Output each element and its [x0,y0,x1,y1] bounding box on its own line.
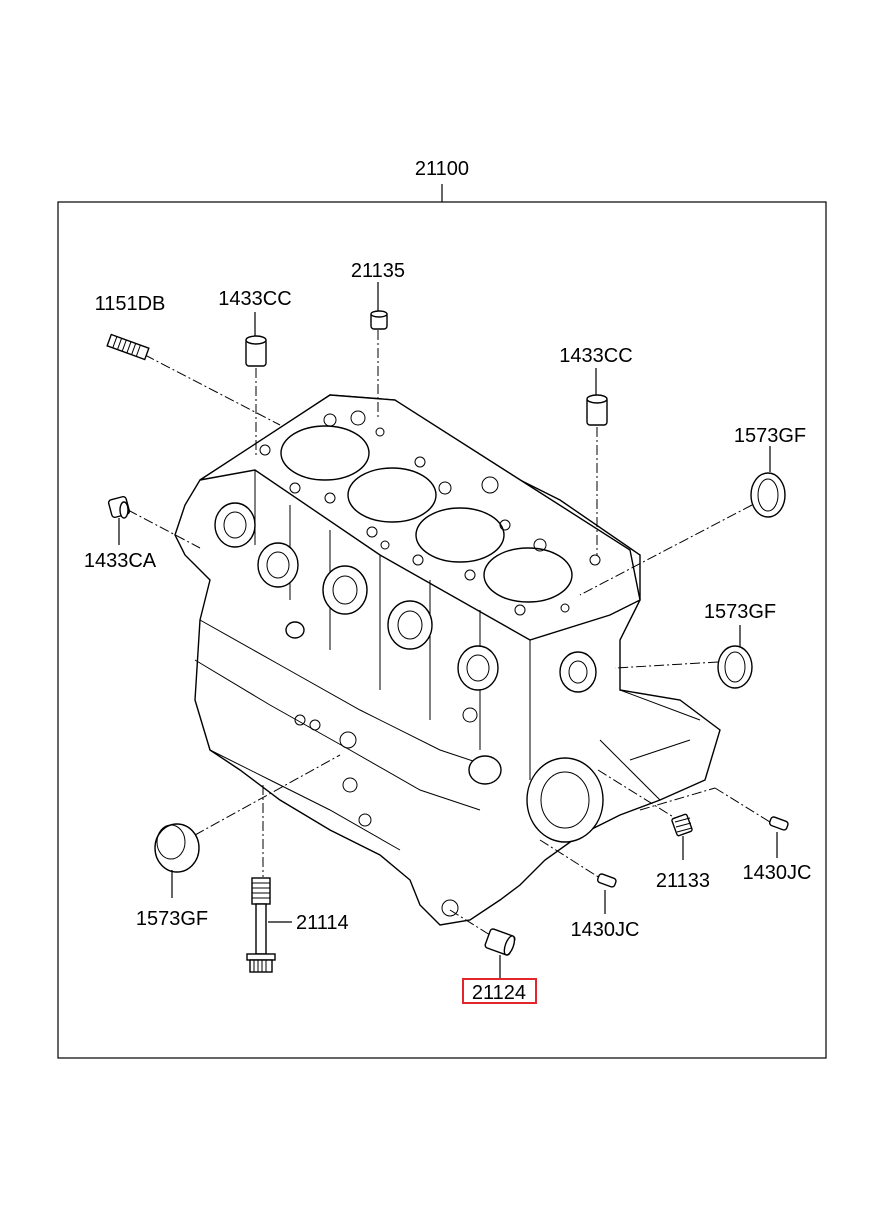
label-bushing[interactable]: 21124 [472,982,526,1004]
label-pin-right[interactable]: 1430JC [743,862,812,884]
dowel-side[interactable] [107,495,201,549]
cylinder-block [174,394,721,926]
highlight-box [462,978,537,1004]
pin-right[interactable] [639,787,789,858]
bushing[interactable] [449,909,517,978]
dowel-right[interactable] [586,368,608,555]
plug-mid-right[interactable] [614,625,753,689]
label-head-bolt[interactable]: 21114 [296,912,349,934]
plug-bottom-left[interactable] [154,754,341,898]
label-pin-bottom[interactable]: 1430JC [571,919,640,941]
head-bolt[interactable] [246,785,292,973]
sleeve-top[interactable] [370,282,388,420]
dowel-left[interactable] [245,312,267,455]
label-plug-drain[interactable]: 21133 [656,870,710,892]
label-plug-mid-right[interactable]: 1573GF [704,601,776,623]
label-plug-top-right[interactable]: 1573GF [734,425,806,447]
stud-bolt[interactable] [106,333,281,426]
label-dowel-right[interactable]: 1433CC [559,345,632,367]
plug-top-right[interactable] [579,446,786,596]
pin-bottom[interactable] [539,839,617,914]
label-sleeve-top[interactable]: 21135 [351,260,405,282]
label-dowel-side[interactable]: 1433CA [84,550,157,572]
label-dowel-left[interactable]: 1433CC [218,288,291,310]
label-stud-bolt[interactable]: 1151DB [95,293,166,315]
plug-drain[interactable] [597,769,693,860]
assembly-label[interactable]: 21100 [415,158,469,180]
label-plug-bottom-left[interactable]: 1573GF [136,908,208,930]
